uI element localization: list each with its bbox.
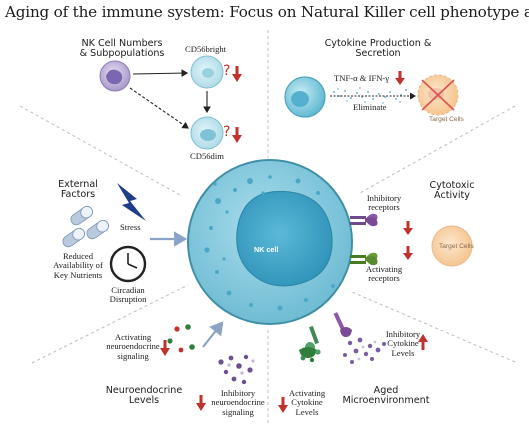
inhibitory-cytokine-line3: Levels	[391, 347, 415, 358]
inhibitory-neuro-line1: Inhibitory	[220, 388, 256, 398]
cytotoxic-heading: Cytotoxic Activity	[421, 180, 483, 202]
cytotoxic-target-cell-icon	[431, 225, 473, 267]
cytokine-production-heading: Cytokine Production & Secretion	[318, 38, 438, 60]
inhibitory-neuro-line2: neuroendocrine	[211, 397, 265, 408]
nk-numbers-heading: NK Cell Numbers & Subpopulations	[74, 38, 170, 60]
external-factors-heading: External Factors	[48, 179, 108, 201]
cd56bright-label: CD56bright	[185, 44, 227, 54]
circadian-line2: Disruption	[109, 294, 147, 305]
inhibitory-cytokine-label: Inhibitory Cytokine Levels	[379, 329, 427, 358]
target-cells-label: Target Cells	[429, 116, 464, 123]
down-arrow-icon	[398, 71, 402, 80]
neuroendocrine-heading: Neuroendocrine Levels	[96, 385, 192, 407]
inhibitory-cytokine-line2: Cytokine	[387, 338, 419, 349]
nutrients-line1: Reduced	[62, 251, 94, 261]
down-arrow-icon	[163, 340, 167, 350]
circadian-line1: Circadian	[111, 285, 145, 295]
secreting-nk-cell-icon	[284, 76, 326, 118]
inhibitory-receptors-line2: receptors	[368, 202, 400, 213]
nk-numbers-heading-line2: & Subpopulations	[79, 48, 165, 60]
capsule-icons	[62, 205, 109, 248]
down-arrow-icon	[281, 397, 285, 407]
cytotoxic-heading-line2: Activity	[434, 190, 470, 202]
activating-neuro-line2: neuroendocrine	[106, 341, 160, 352]
external-heading-line1: External	[58, 179, 98, 190]
arrow-neuro-to-nk	[202, 321, 224, 348]
activating-receptors-line2: receptors	[368, 273, 400, 284]
external-heading-line2: Factors	[60, 189, 96, 201]
inhibitory-cytokine-particles	[343, 337, 386, 364]
cytokines-label: TNF-α & IFN-γ	[334, 73, 390, 83]
nutrients-label: Reduced Availability of Key Nutrients	[47, 251, 109, 280]
activating-receptor-icons	[350, 252, 378, 266]
nutrients-line2: Availability of	[53, 260, 103, 271]
arrow-to-cd56dim	[129, 87, 189, 129]
inhibitory-neuro-label: Inhibitory neuroendocrine signaling	[206, 388, 270, 417]
neuro-heading-line2: Levels	[128, 395, 160, 407]
nk-parent-cell-icon	[99, 60, 131, 92]
clock-icon	[109, 245, 147, 283]
neuroendocrine-particles	[167, 324, 195, 353]
down-arrow-icon	[235, 127, 239, 137]
cd56dim-label: CD56dim	[190, 151, 224, 161]
inhibitory-neuro-particles	[218, 354, 255, 385]
up-arrow-icon	[421, 340, 425, 350]
activating-neuro-line3: signaling	[117, 350, 149, 361]
aged-heading-line1: Aged	[373, 385, 399, 396]
activating-neuro-line1: Activating	[114, 332, 152, 342]
aged-heading-line2: Microenvironment	[342, 395, 430, 407]
aged-micro-heading: Aged Microenvironment	[336, 385, 436, 407]
cytotoxic-heading-line1: Cytotoxic	[429, 180, 475, 191]
inhibitory-cytokine-receptor-icon	[333, 312, 352, 337]
cytokine-heading-line2: Secretion	[355, 48, 401, 60]
lightning-icon	[117, 183, 146, 221]
down-arrow-icon	[406, 221, 410, 230]
down-arrow-icon	[406, 246, 410, 255]
question-mark-dim: ?	[223, 124, 231, 140]
activating-receptors-line1: Activating	[365, 264, 403, 274]
nk-cell-label: NK cell	[254, 245, 279, 254]
inhibitory-receptors-label: Inhibitory receptors	[356, 193, 412, 213]
cd56bright-cell-icon	[190, 55, 224, 89]
inhibitory-receptor-icons	[350, 213, 378, 227]
inhibitory-cytokine-line1: Inhibitory	[385, 329, 421, 339]
inhibitory-receptors-line1: Inhibitory	[366, 193, 402, 203]
neuro-heading-line1: Neuroendocrine	[105, 385, 183, 396]
target-cell-crossed-icon	[417, 74, 459, 116]
nk-cell-icon	[187, 159, 353, 325]
activating-cytokine-line2: Cytokine	[291, 397, 323, 408]
nutrients-line3: Key Nutrients	[53, 269, 103, 280]
activating-neuro-label: Activating neuroendocrine signaling	[102, 332, 164, 361]
cd56dim-cell-icon	[190, 116, 224, 150]
activating-cytokine-label: Activating Cytokine Levels	[282, 388, 332, 417]
cytokine-heading-line1: Cytokine Production &	[324, 38, 432, 49]
page-title: Aging of the immune system: Focus on Nat…	[5, 3, 529, 21]
down-arrow-icon	[199, 395, 203, 405]
question-mark-bright: ?	[223, 63, 231, 79]
circadian-label: Circadian Disruption	[100, 285, 156, 305]
activating-cytokine-receptor-icon	[299, 325, 321, 363]
inhibitory-neuro-line3: signaling	[222, 406, 254, 417]
activating-cytokine-line1: Activating	[288, 388, 326, 398]
activating-cytokine-line3: Levels	[295, 406, 319, 417]
eliminate-label: Eliminate	[353, 102, 387, 112]
divider-lines	[19, 30, 516, 425]
arrow-to-cd56bright	[132, 69, 189, 77]
activating-receptors-label: Activating receptors	[356, 264, 412, 284]
stress-label: Stress	[120, 222, 141, 232]
down-arrow-icon	[235, 66, 239, 76]
nk-numbers-heading-line1: NK Cell Numbers	[81, 38, 163, 49]
cytotoxic-target-cells-label: Target Cells	[439, 243, 474, 250]
